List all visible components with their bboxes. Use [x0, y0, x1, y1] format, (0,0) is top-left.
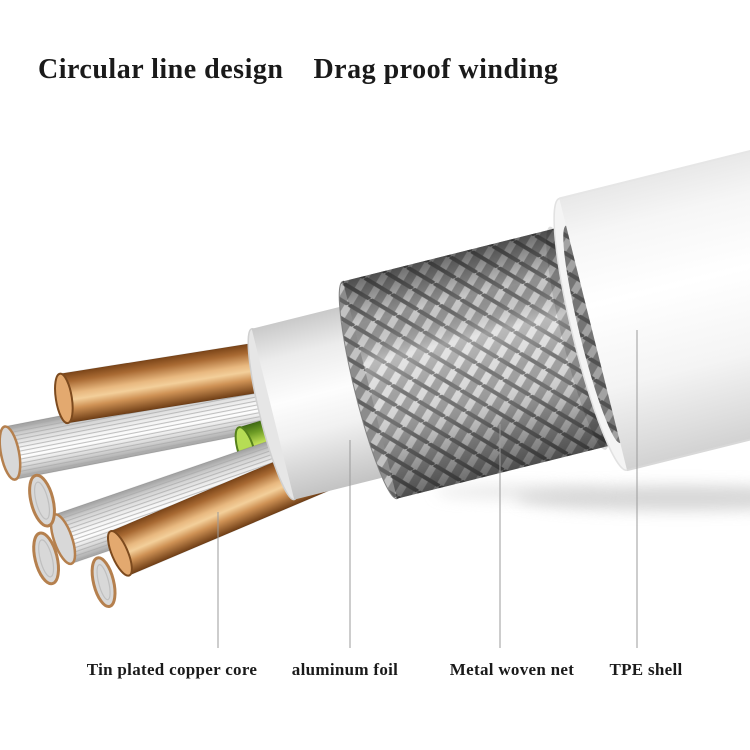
- label-tpe-shell: TPE shell: [609, 660, 683, 679]
- wire-end-face: [32, 531, 60, 586]
- page-title: Circular line design Drag proof winding: [38, 54, 558, 86]
- cable-body: [0, 62, 750, 609]
- wire-end-cap: [106, 530, 133, 577]
- wire-end-cap: [0, 425, 22, 481]
- title-circular-line-design: Circular line design: [38, 54, 284, 85]
- label-tin-plated-copper-core: Tin plated copper core: [86, 660, 258, 679]
- wire-end-cap: [54, 372, 74, 425]
- cable-shadow-left: [435, 484, 605, 500]
- label-aluminum-foil: aluminum foil: [291, 660, 399, 679]
- title-drag-proof-winding: Drag proof winding: [313, 54, 559, 85]
- wire-end-face: [90, 556, 117, 609]
- wire-end-face: [28, 473, 56, 528]
- label-metal-woven-net: Metal woven net: [449, 660, 575, 679]
- tpe-shell-layer: [553, 62, 750, 472]
